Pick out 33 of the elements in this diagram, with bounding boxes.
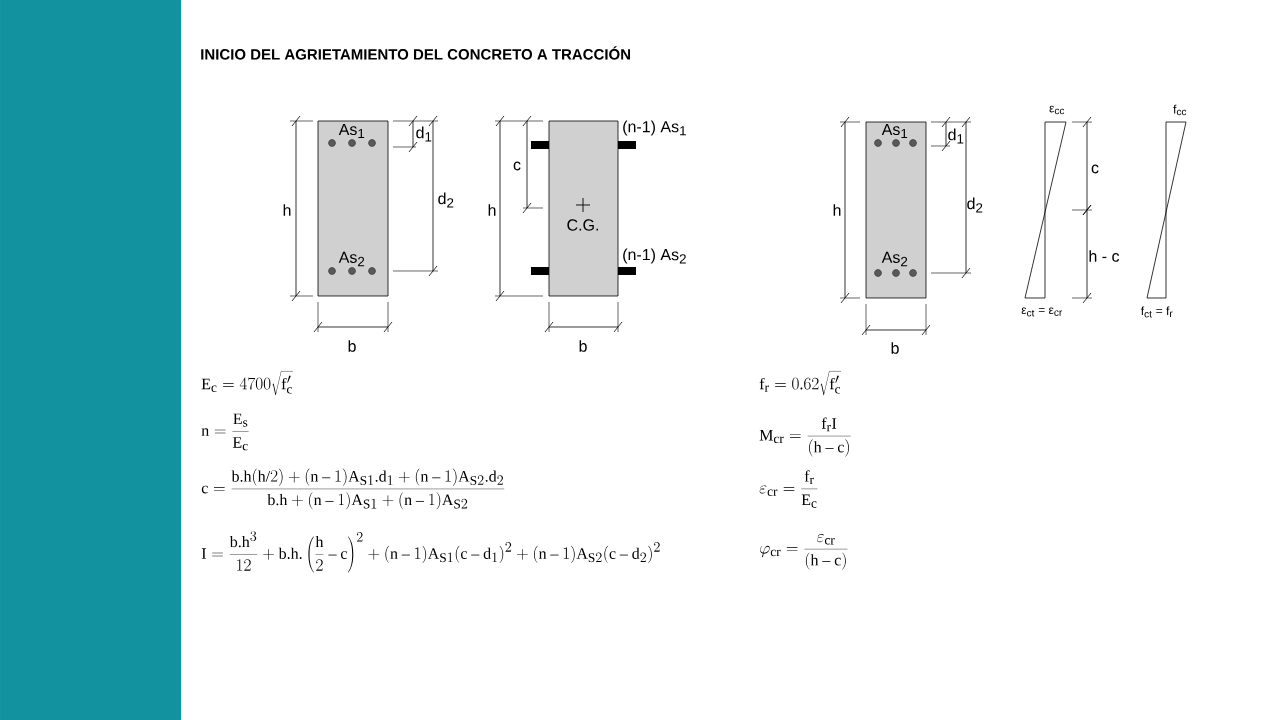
stress-label: f$_{cc}$ bbox=[1173, 104, 1187, 116]
bar-label: (n-1) As$_{2}$ bbox=[623, 248, 686, 264]
dimension-label: d$_{1}$ bbox=[416, 126, 432, 142]
dimension-label: h bbox=[283, 204, 291, 216]
dimension-label: h - c bbox=[1089, 250, 1120, 262]
formula: $\varphi_{cr} = \frac{\varepsilon_{cr}}{(h-c)}$ bbox=[760, 534, 848, 570]
formula: $I = \frac{b.h^3}{12} + b.h.\left(\frac{h}{2} - c\right)^2 + (n-1)A_{S1}(c-d_1)^2 + (n-1)A_{S2}(c-d_2)^2$ bbox=[201, 531, 660, 573]
title: INICIO DEL AGRIETAMIENTO DEL CONCRETO A TRACCIÓN bbox=[201, 46, 630, 60]
formula: $M_{cr} = \frac{f_r I}{(h-c)}$ bbox=[759, 417, 851, 457]
dimension-label: d$_{2}$ bbox=[967, 197, 983, 213]
centroid-label: C.G. bbox=[567, 219, 598, 231]
bar-label: (n-1) As$_{1}$ bbox=[623, 120, 686, 136]
formula: $n = \frac{E_s}{E_c}$ bbox=[201, 413, 249, 451]
dimension-label: h bbox=[833, 204, 841, 216]
strain-label: ε$_{ct}$ = ε$_{cr}$ bbox=[1021, 307, 1063, 317]
formula: $\varepsilon_{cr} = \frac{f_r}{E_c}$ bbox=[759, 470, 818, 508]
bar-label: As$_{2}$ bbox=[338, 251, 365, 267]
dimension-label: d$_{1}$ bbox=[948, 128, 964, 144]
formula: $E_c = 4700\sqrt{f'_c}$ bbox=[201, 371, 293, 396]
dimension-label: b bbox=[579, 340, 587, 352]
dimension-label: b bbox=[348, 340, 356, 352]
dimension-label: d$_{2}$ bbox=[438, 192, 454, 208]
dimension-label: c bbox=[1091, 164, 1099, 174]
stress-label: f$_{ct}$ = f$_{r}$ bbox=[1140, 306, 1173, 318]
formula: $f_r = 0.62\sqrt{f'_c}$ bbox=[759, 371, 842, 396]
dimension-label: b bbox=[891, 342, 899, 354]
formula: $c = \frac{b.h(h/2) + (n-1)A_{S1}.d_1 + (n-1)A_{S2}.d_2}{b.h + (n-1)A_{S1} + (n-1)A_{S2}}$ bbox=[201, 468, 505, 510]
dimension-label: c bbox=[513, 161, 521, 171]
strain-label: ε$_{cc}$ bbox=[1049, 105, 1065, 115]
bar-label: As$_{1}$ bbox=[338, 123, 365, 139]
bar-label: As$_{2}$ bbox=[881, 251, 908, 267]
bar-label: As$_{1}$ bbox=[881, 123, 908, 139]
dimension-label: h bbox=[488, 204, 496, 216]
